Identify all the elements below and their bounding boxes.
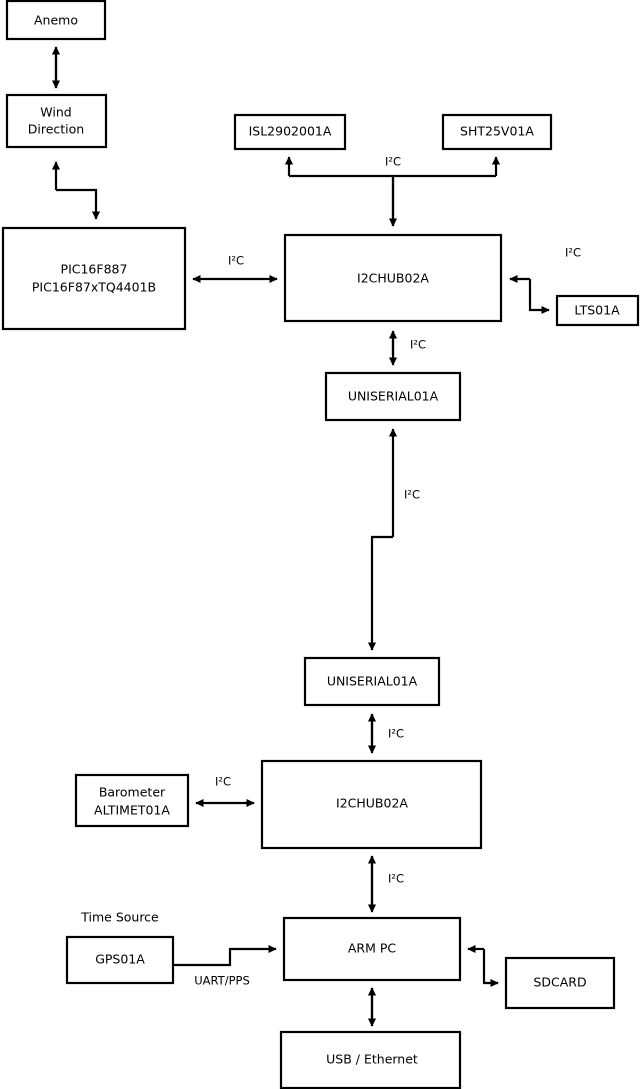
connector-armpc-sdcard [467,944,499,988]
node-label-pic-1: PIC16F887 [61,262,128,277]
connector-uniserial2-hub2: I²C [367,713,404,754]
connector-hub1-sensors: I²C [284,155,501,227]
node-i2chub02a-top[interactable]: I2CHUB02A [283,233,503,323]
node-anemo[interactable]: Anemo [5,0,107,41]
node-pic-mcu[interactable]: PIC16F887 PIC16F87xTQ4401B [1,226,187,331]
node-label-sdcard: SDCARD [533,975,586,990]
node-label-sht: SHT25V01A [460,124,534,139]
node-label-isl: ISL2902001A [249,124,332,139]
node-label-uniserial2: UNISERIAL01A [327,674,418,689]
node-label-hub2: I2CHUB02A [336,796,408,811]
node-label-armpc: ARM PC [348,941,397,956]
edge-label-hub2-armpc: I²C [388,872,404,886]
connector-gps-armpc: UART/PPS [173,944,277,988]
node-label-wind-direction-2: Direction [28,122,84,137]
connector-barometer-hub2: I²C [195,775,255,808]
node-wind-direction[interactable]: Wind Direction [5,93,108,149]
node-uniserial01a-lower[interactable]: UNISERIAL01A [303,656,441,707]
connector-pic-hub1: I²C [192,254,278,284]
node-barometer[interactable]: Barometer ALTIMET01A [74,773,190,828]
edge-label-barometer-hub2: I²C [215,775,231,789]
node-lts01a[interactable]: LTS01A [555,294,640,327]
node-label-usbeth: USB / Ethernet [326,1052,418,1067]
node-sht25v01a[interactable]: SHT25V01A [441,113,553,151]
node-gps01a[interactable]: GPS01A [65,935,175,985]
edge-label-gps-armpc: UART/PPS [194,974,250,988]
node-label-lts: LTS01A [574,303,620,318]
connector-hub1-lts: I²C [509,246,581,315]
connector-hub1-uniserial1: I²C [388,330,426,366]
node-label-pic-2: PIC16F87xTQ4401B [32,280,156,295]
connector-hub2-armpc: I²C [367,855,404,913]
node-i2chub02a-bottom[interactable]: I2CHUB02A [260,759,483,850]
node-label-gps: GPS01A [95,952,145,967]
edge-label-uniserial-link: I²C [404,488,420,502]
node-arm-pc[interactable]: ARM PC [282,916,462,982]
node-label-uniserial1: UNISERIAL01A [348,389,439,404]
edge-label-hub1-uniserial1: I²C [410,338,426,352]
node-isl2902001a[interactable]: ISL2902001A [233,113,347,151]
connector-pic-winddirection [51,161,101,220]
edge-label-pic-hub1: I²C [228,254,244,268]
connector-uniserial-link: I²C [367,428,420,651]
node-label-wind-direction-1: Wind [40,105,71,120]
label-time-source: Time Source [80,910,159,925]
node-usb-ethernet[interactable]: USB / Ethernet [279,1030,462,1089]
node-label-barometer-2: ALTIMET01A [94,803,170,818]
node-label-barometer-1: Barometer [99,785,166,800]
edge-label-hub1-lts: I²C [565,246,581,260]
edge-label-uniserial2-hub2: I²C [388,727,404,741]
node-label-anemo: Anemo [34,13,78,28]
edge-label-hub1-sensors: I²C [385,155,401,169]
node-sdcard[interactable]: SDCARD [504,956,616,1010]
node-uniserial01a-upper[interactable]: UNISERIAL01A [324,371,462,422]
node-label-hub1: I2CHUB02A [357,271,429,286]
